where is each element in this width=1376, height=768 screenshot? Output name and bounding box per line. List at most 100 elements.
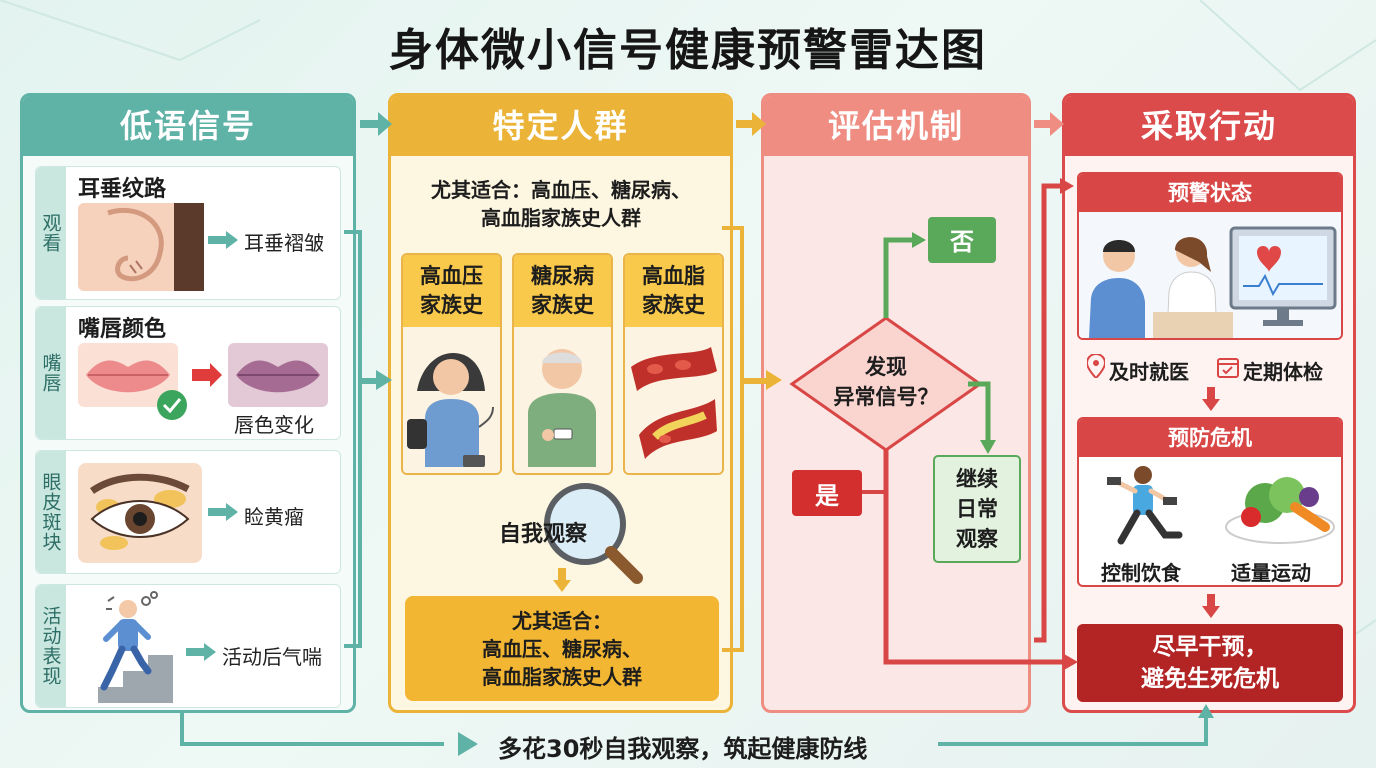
footer-loop-arrowhead (1198, 704, 1214, 718)
signal-row-lips: 嘴唇 嘴唇颜色 唇色变化 (35, 306, 341, 440)
group-card-line: 糖尿病 (531, 264, 594, 288)
warning-status-title: 预警状态 (1079, 174, 1341, 212)
signal-row-activity: 活动表现 活动后气喘 (35, 584, 341, 708)
arrow-right-icon (208, 231, 238, 249)
signal-result: 活动后气喘 (222, 645, 322, 669)
final-line: 尽早干预， (1152, 634, 1268, 660)
vegetables-plate-illustration (1225, 477, 1335, 544)
footer-slogan: 多花30秒自我观察，筑起健康防线 (498, 735, 868, 763)
exercise-person-illustration (1107, 466, 1183, 545)
fit-text-line: 高血压、糖尿病、 (482, 636, 642, 661)
column-specific-groups: 特定人群 尤其适合：高血压、糖尿病、 高血脂家族史人群 高血压 家族史 糖尿病 … (388, 93, 733, 713)
blood-pressure-person-illustration (403, 327, 500, 473)
elderly-glucose-test-illustration (514, 327, 611, 473)
group-card-hypertension: 高血压 家族史 (401, 253, 502, 475)
footer-loop-right (938, 716, 1208, 746)
continue-observe-box (933, 455, 1021, 563)
column-whisper-signals: 低语信号 观看 耳垂纹路 耳垂褶皱 嘴唇 嘴唇颜色 唇色变化 (20, 93, 356, 713)
continue-line: 日常 (956, 497, 998, 521)
arrow-down-icon (1202, 594, 1220, 618)
earlobe-illustration (78, 203, 204, 291)
arrow-down-icon (553, 568, 571, 592)
final-intervention-box: 尽早干预， 避免生死危机 (1077, 624, 1343, 702)
doctor-consultation-illustration (1079, 212, 1341, 338)
continue-path-line (968, 381, 991, 442)
signal-side-label: 观看 (36, 167, 66, 299)
signal-result: 唇色变化 (234, 413, 314, 437)
signals-bracket (344, 230, 362, 648)
magnifier-icon (544, 483, 643, 584)
signal-result: 睑黄瘤 (244, 505, 304, 529)
final-line: 避免生死危机 (1141, 666, 1279, 692)
decision-question: 发现 异常信号？ (806, 352, 966, 412)
yes-path-line (883, 450, 1068, 665)
yes-path-arrowhead (1064, 654, 1078, 670)
signals-to-groups-arrow (360, 370, 392, 390)
continue-line: 继续 (956, 467, 998, 491)
signal-title: 耳垂纹路 (78, 177, 167, 202)
signal-row-eyelid: 眼皮斑块 睑黄瘤 (35, 450, 341, 574)
group-card-header: 高血压 家族史 (403, 255, 500, 327)
no-label: 否 (950, 228, 974, 256)
group-card-header: 高血脂 家族史 (625, 255, 722, 327)
group-card-line: 家族史 (642, 293, 705, 317)
group-card-header: 糖尿病 家族史 (514, 255, 611, 327)
column-header-whisper-signals: 低语信号 (23, 96, 353, 156)
page-title: 身体微小信号健康预警雷达图 (389, 25, 987, 76)
column-header-specific-groups: 特定人群 (391, 96, 730, 156)
prevent-exercise-label: 适量运动 (1231, 561, 1311, 585)
no-path-line (883, 237, 914, 318)
decision-line: 发现 (865, 355, 907, 379)
yes-label: 是 (815, 482, 839, 510)
group-card-line: 家族史 (420, 293, 483, 317)
signal-title: 嘴唇颜色 (78, 317, 167, 342)
lips-comparison-illustration (78, 343, 328, 420)
eye-xanthelasma-illustration (78, 463, 202, 563)
arrow-down-icon (1202, 387, 1220, 411)
no-label-box (928, 217, 996, 263)
fit-text-line: 高血脂家族史人群 (481, 206, 641, 230)
arrow-right-icon (208, 503, 238, 521)
decision-line: 异常信号？ (833, 385, 939, 409)
groups-to-assessment-arrow (742, 370, 782, 390)
blood-vessel-plaque-illustration (625, 327, 722, 473)
prevent-diet-label: 控制饮食 (1101, 561, 1181, 585)
prevent-crisis-title: 预防危机 (1079, 419, 1341, 457)
continue-line: 观察 (956, 527, 998, 551)
calendar-icon (1217, 358, 1239, 378)
fit-text-bottom: 尤其适合： 高血压、糖尿病、 高血脂家族史人群 (405, 596, 719, 701)
arrow-right-icon (186, 643, 216, 661)
column-header-take-action: 采取行动 (1065, 96, 1353, 156)
location-pin-icon (1087, 354, 1105, 378)
groups-bracket (722, 226, 744, 652)
signal-side-label: 嘴唇 (36, 307, 66, 439)
yes-to-warning-line (1034, 183, 1064, 643)
group-card-hyperlipidemia: 高血脂 家族史 (623, 253, 724, 475)
action-regular-checkup: 定期体检 (1243, 360, 1323, 384)
continue-observe-label: 继续 日常 观察 (934, 464, 1020, 554)
fit-text-line: 尤其适合： (512, 608, 612, 633)
header-arrow-2 (736, 112, 766, 136)
signal-row-ear: 观看 耳垂纹路 耳垂褶皱 (35, 166, 341, 300)
fit-text-line: 尤其适合：高血压、糖尿病、 (431, 178, 691, 202)
yes-label-box (792, 470, 862, 516)
footer-arrow-icon (458, 732, 478, 756)
footer-loop-left (180, 712, 444, 746)
column-header-assessment: 评估机制 (764, 96, 1028, 156)
fit-text-line: 高血脂家族史人群 (482, 664, 642, 689)
signal-result: 耳垂褶皱 (244, 231, 324, 255)
group-card-line: 家族史 (531, 293, 594, 317)
action-see-doctor: 及时就医 (1109, 360, 1189, 384)
warning-status-box: 预警状态 (1077, 172, 1343, 340)
signal-side-label: 眼皮斑块 (36, 451, 66, 573)
no-path-arrowhead (912, 232, 926, 248)
group-card-diabetes: 糖尿病 家族史 (512, 253, 613, 475)
signal-side-label: 活动表现 (36, 585, 66, 707)
person-climbing-stairs-illustration (98, 591, 173, 703)
group-card-line: 高血脂 (642, 264, 705, 288)
header-arrow-3 (1034, 112, 1064, 136)
self-observe-label: 自我观察 (499, 522, 588, 547)
prevent-crisis-box: 预防危机 控制饮食 适量运动 (1077, 417, 1343, 587)
group-card-line: 高血压 (420, 264, 483, 288)
